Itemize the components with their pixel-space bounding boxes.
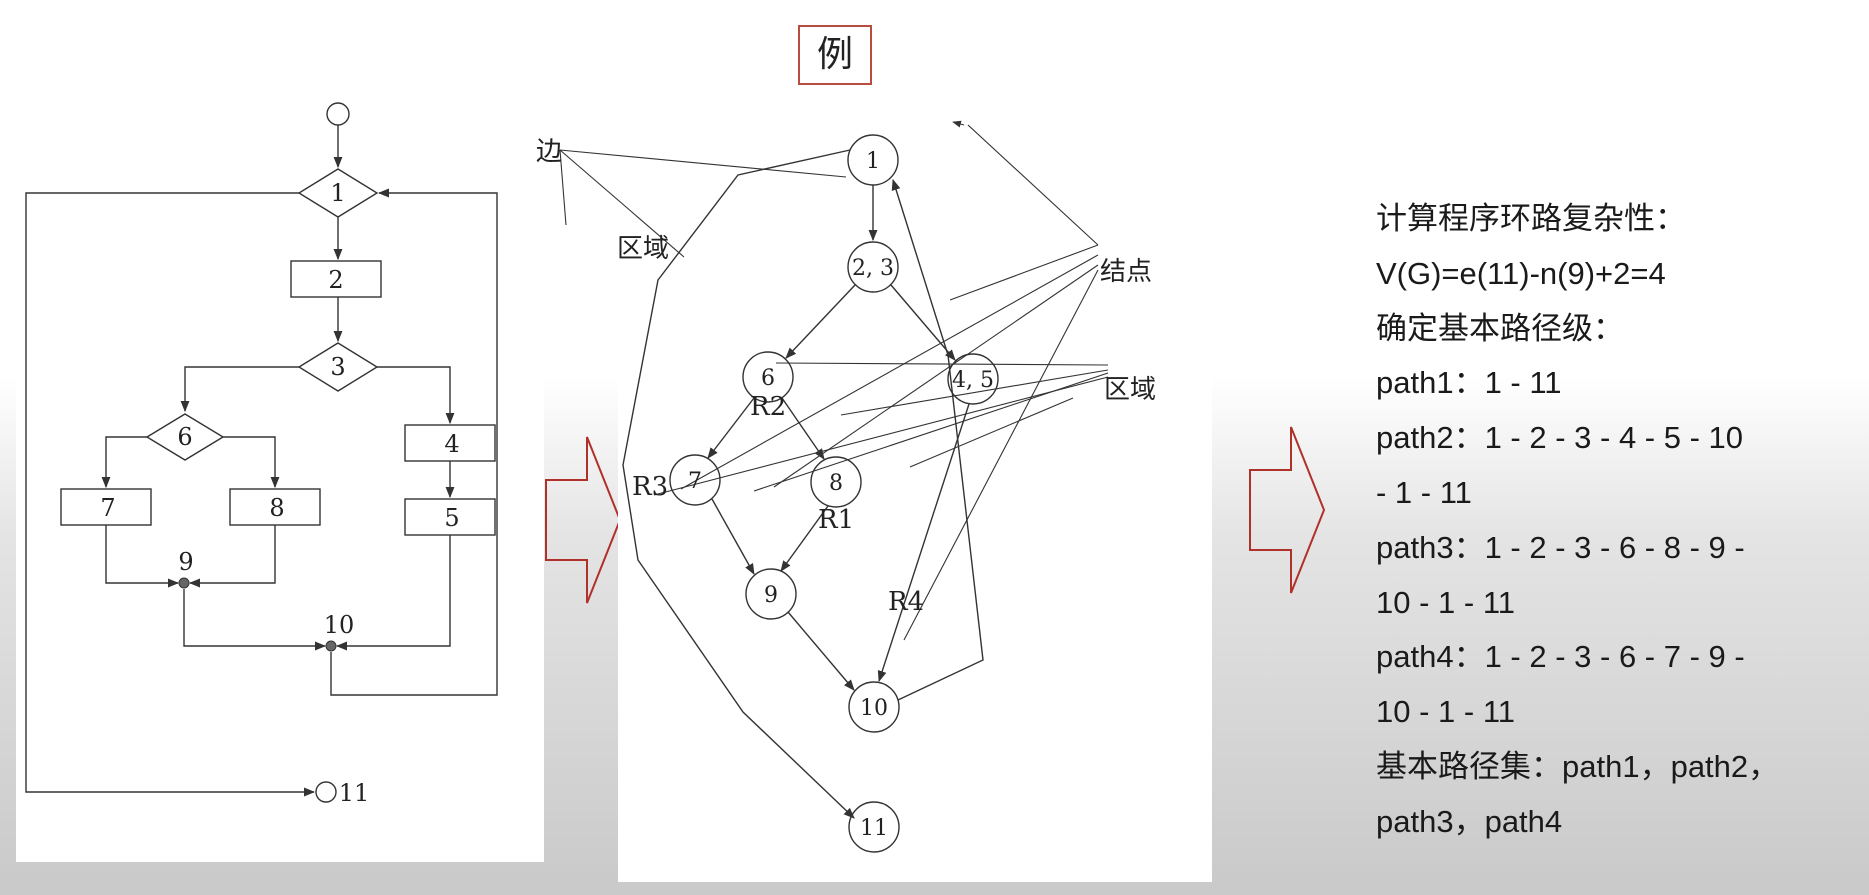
graph-edge-8-9: [780, 505, 829, 572]
flowchart-label-10: 10: [324, 611, 355, 639]
graph-edge-9-10: [787, 611, 855, 691]
graph-edge-6-8: [781, 397, 825, 460]
result-line: 10 - 1 - 11: [1376, 694, 1516, 730]
flowgraph-panel: 1 2, 3 6 4, 5 7 8 9 10 11 区域 R2 R3 R1 R4: [559, 115, 1212, 882]
flowchart-label-4: 4: [444, 430, 459, 458]
flowchart-label-2: 2: [328, 266, 343, 294]
flowgraph-label-1: 1: [866, 149, 880, 174]
flowgraph-node-4-5: [947, 353, 999, 405]
start-node: [326, 102, 350, 126]
example-label: 例: [798, 25, 872, 85]
flowchart-label-5: 5: [444, 504, 459, 532]
annotation-r3: R3: [632, 472, 668, 502]
flowgraph-node-11: [848, 801, 900, 853]
end-node: [315, 781, 337, 803]
flowgraph-label-11: 11: [860, 816, 888, 841]
annotation-leaders: [559, 120, 1109, 641]
edge-10-1-loop: [330, 188, 498, 696]
flowchart-diagram: 1 2 3 6 7 8 4 5 9 10 11: [25, 102, 498, 807]
flowgraph-diagram: 1 2, 3 6 4, 5 7 8 9 10 11 区域 R2 R3 R1 R4: [559, 120, 1109, 853]
graph-edge-45-10: [877, 403, 970, 683]
result-line: - 1 - 11: [1376, 474, 1472, 510]
annotation-r4: R4: [888, 587, 924, 617]
result-line: path4：1 - 2 - 3 - 6 - 7 - 9 -: [1376, 639, 1745, 675]
edge-8-9: [188, 525, 276, 588]
flowchart-label-11: 11: [339, 779, 370, 807]
flowchart-label-8: 8: [269, 494, 284, 522]
edge-7-9: [105, 525, 180, 588]
flowchart-panel: 1 2 3 6 7 8 4 5 9 10 11: [16, 78, 544, 862]
flowgraph-node-6: [742, 351, 794, 403]
graph-edge-23-45: [890, 284, 956, 361]
junction-10: [325, 640, 337, 652]
graph-edge-23-6: [785, 284, 856, 359]
annotation-r1: R1: [818, 505, 854, 535]
edge-3-6: [180, 366, 299, 413]
edge-9-10: [183, 589, 327, 651]
graph-edge-10-1: [891, 178, 984, 701]
flowgraph-node-9: [745, 568, 797, 620]
flowchart-label-6: 6: [177, 423, 192, 451]
result-line: 确定基本路径级：: [1376, 310, 1624, 346]
result-line: 10 - 1 - 11: [1376, 584, 1516, 620]
flowgraph-label-4-5: 4, 5: [952, 368, 994, 393]
result-line: path3：1 - 2 - 3 - 6 - 8 - 9 -: [1376, 529, 1745, 565]
junction-9: [178, 577, 190, 589]
edge-1-11: [25, 192, 316, 797]
transform-arrow-1: [545, 436, 622, 604]
flowgraph-label-7: 7: [688, 469, 702, 494]
annotation-r2: R2: [750, 392, 786, 422]
edge-6-7: [101, 436, 147, 489]
edge-5-10: [335, 535, 451, 651]
flowgraph-label-8: 8: [829, 471, 843, 496]
edge-3-4: [377, 366, 455, 425]
graph-edge-6-7: [707, 397, 755, 459]
edge-6-8: [223, 436, 280, 489]
flowchart-label-3: 3: [330, 353, 345, 381]
flowgraph-node-8: [810, 456, 862, 508]
flowchart-label-7: 7: [100, 494, 115, 522]
graph-edge-1-11: [622, 149, 855, 819]
flowgraph-node-7: [669, 454, 721, 506]
graph-edge-7-9: [711, 498, 755, 575]
flowchart-node-3: [297, 342, 379, 392]
flowgraph-node-10: [848, 681, 900, 733]
flowgraph-label-10: 10: [860, 696, 888, 721]
flowgraph-label-2-3: 2, 3: [852, 256, 894, 281]
result-line: 基本路径集：path1，path2，: [1376, 748, 1780, 784]
flowchart-node-6: [145, 413, 225, 461]
flowgraph-label-6: 6: [761, 366, 775, 391]
flowgraph-node-2-3: [847, 241, 899, 293]
flowchart-label-1: 1: [330, 179, 345, 207]
result-line: V(G)=e(11)-n(9)+2=4: [1376, 255, 1666, 291]
result-line: path2：1 - 2 - 3 - 4 - 5 - 10: [1376, 420, 1744, 456]
result-line: path3，path4: [1376, 803, 1563, 839]
flowchart-label-9: 9: [178, 548, 193, 576]
annotation-region-top: 区域: [617, 234, 669, 264]
complexity-results: 计算程序环路复杂性： V(G)=e(11)-n(9)+2=4 确定基本路径级： …: [1376, 192, 1866, 850]
result-line: path1：1 - 11: [1376, 365, 1562, 401]
transform-arrow-2: [1249, 426, 1326, 594]
flowgraph-label-9: 9: [764, 583, 778, 608]
flowchart-node-2: [290, 260, 382, 298]
result-line: 计算程序环路复杂性：: [1376, 201, 1686, 236]
